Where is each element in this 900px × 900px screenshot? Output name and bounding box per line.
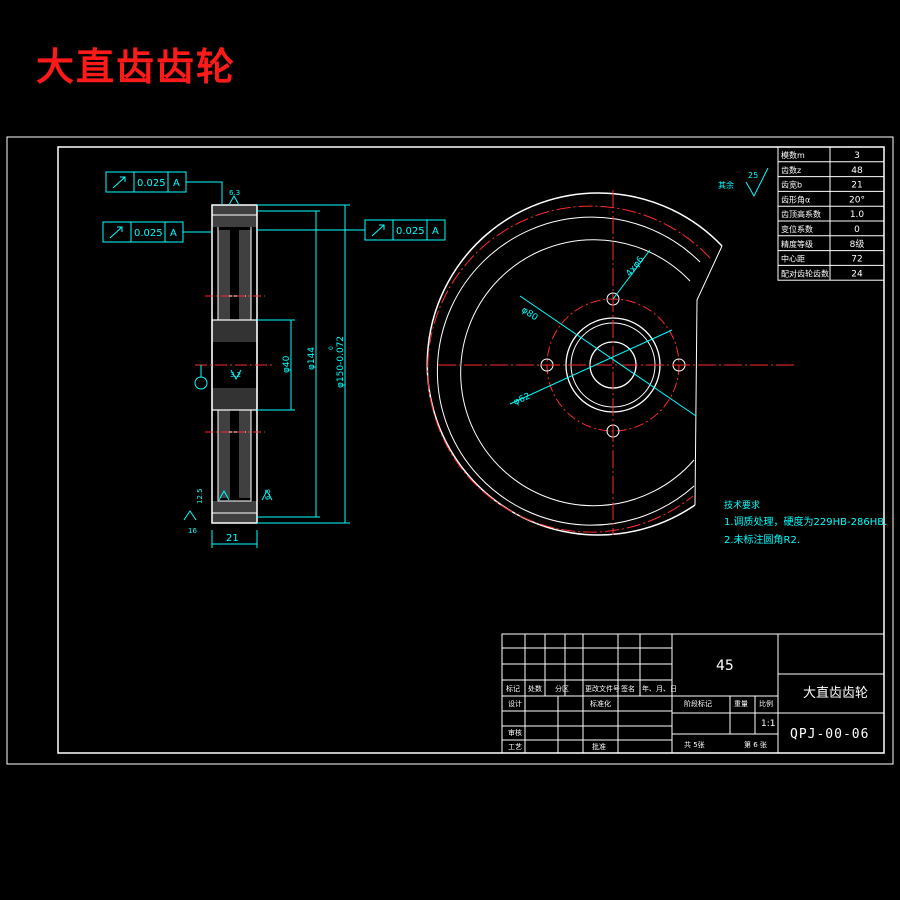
param-label: 中心距 xyxy=(781,254,805,264)
tech-line-1: 1.调质处理，硬度为229HB-286HB. xyxy=(724,515,887,528)
svg-text:设计: 设计 xyxy=(508,699,522,708)
front-view-dimensions xyxy=(509,249,697,417)
svg-text:其余: 其余 xyxy=(718,180,734,190)
param-value: 21 xyxy=(851,181,862,191)
dim-tip: φ150-0.072 xyxy=(336,336,346,388)
side-view xyxy=(195,204,275,524)
dim-bore: φ40 xyxy=(282,355,292,373)
svg-text:A: A xyxy=(432,226,439,237)
svg-text:比例: 比例 xyxy=(759,699,773,708)
svg-text:25: 25 xyxy=(748,171,758,180)
svg-text:年、月、日: 年、月、日 xyxy=(642,684,677,693)
sheet-total: 共 5张 xyxy=(684,740,705,749)
scale-value: 1:1 xyxy=(761,719,775,729)
svg-text:0.025: 0.025 xyxy=(137,178,166,189)
param-label: 齿宽b xyxy=(781,180,802,190)
drawing-title: 大直齿齿轮 xyxy=(36,45,237,89)
dim-width: 21 xyxy=(226,533,239,544)
general-roughness: 其余 25 xyxy=(718,167,769,198)
param-value: 20° xyxy=(849,195,865,205)
side-view-dimensions xyxy=(183,194,350,548)
svg-text:0.025: 0.025 xyxy=(396,226,425,237)
rough-hub: 16 xyxy=(188,527,197,535)
dim-pcd: φ80 xyxy=(519,305,539,323)
svg-text:0.025: 0.025 xyxy=(134,228,163,239)
dim-root: φ144 xyxy=(307,347,317,370)
inner-border xyxy=(57,146,885,754)
dim-hub: φ62 xyxy=(512,392,532,408)
params-table: 模数m 3 齿数z 48 齿宽b 21 齿形角α 20° 齿顶高系数 1.0 变位系数 0 精度等级 8级… xyxy=(777,146,885,281)
tech-heading: 技术要求 xyxy=(724,499,760,511)
rough-top: 6.3 xyxy=(229,189,240,197)
outer-border xyxy=(6,136,894,765)
tolerance-frame-3: 0.025 A xyxy=(257,219,446,241)
svg-text:标记: 标记 xyxy=(506,684,520,693)
svg-text:A: A xyxy=(170,228,177,239)
title-block xyxy=(501,633,885,754)
tolerance-frame-2: 0.025 A xyxy=(102,221,212,243)
svg-text:处数: 处数 xyxy=(528,684,542,693)
param-value: 8级 xyxy=(850,238,865,250)
param-value: 0 xyxy=(854,225,860,235)
rough-bottom-left: 12.5 xyxy=(196,488,204,504)
param-value: 3 xyxy=(854,151,860,161)
material: 45 xyxy=(716,658,734,674)
tolerance-frame-1: 0.025 A xyxy=(105,171,223,205)
param-label: 精度等级 xyxy=(781,239,813,249)
tech-line-2: 2.未标注圆角R2. xyxy=(724,533,800,546)
param-value: 1.0 xyxy=(850,210,865,220)
param-label: 模数m xyxy=(781,150,805,160)
param-value: 48 xyxy=(851,166,863,176)
part-name: 大直齿齿轮 xyxy=(803,686,868,701)
svg-text:批准: 批准 xyxy=(592,742,606,751)
sheet-number: 第 6 张 xyxy=(744,740,767,749)
svg-text:重量: 重量 xyxy=(734,700,748,708)
svg-text:工艺: 工艺 xyxy=(508,743,522,751)
param-value: 72 xyxy=(851,255,862,265)
svg-text:分区: 分区 xyxy=(555,684,569,693)
title-block-labels: 标记 处数 分区 更改文件号 签名 年、月、日 设计 标准化 阶段标记 重量 比… xyxy=(506,684,773,751)
param-label: 齿数z xyxy=(781,165,801,175)
svg-text:审核: 审核 xyxy=(508,728,522,737)
rough-bore: 3.2 xyxy=(230,371,241,379)
svg-text:更改文件号: 更改文件号 xyxy=(585,684,620,693)
svg-text:标准化: 标准化 xyxy=(590,699,611,708)
rough-bottom-right: 6.3 xyxy=(264,489,272,500)
param-label: 配对齿轮齿数 xyxy=(781,268,829,278)
drawing-number: QPJ-00-06 xyxy=(790,727,869,742)
dim-tip-dev: 0 xyxy=(328,346,335,350)
param-label: 变位系数 xyxy=(781,224,813,234)
param-label: 齿形角α xyxy=(781,194,810,204)
param-label: 齿顶高系数 xyxy=(781,209,821,219)
svg-text:签名: 签名 xyxy=(621,684,635,693)
param-value: 24 xyxy=(851,269,863,279)
front-view xyxy=(426,190,795,536)
svg-text:A: A xyxy=(173,178,180,189)
svg-text:阶段标记: 阶段标记 xyxy=(684,699,712,708)
